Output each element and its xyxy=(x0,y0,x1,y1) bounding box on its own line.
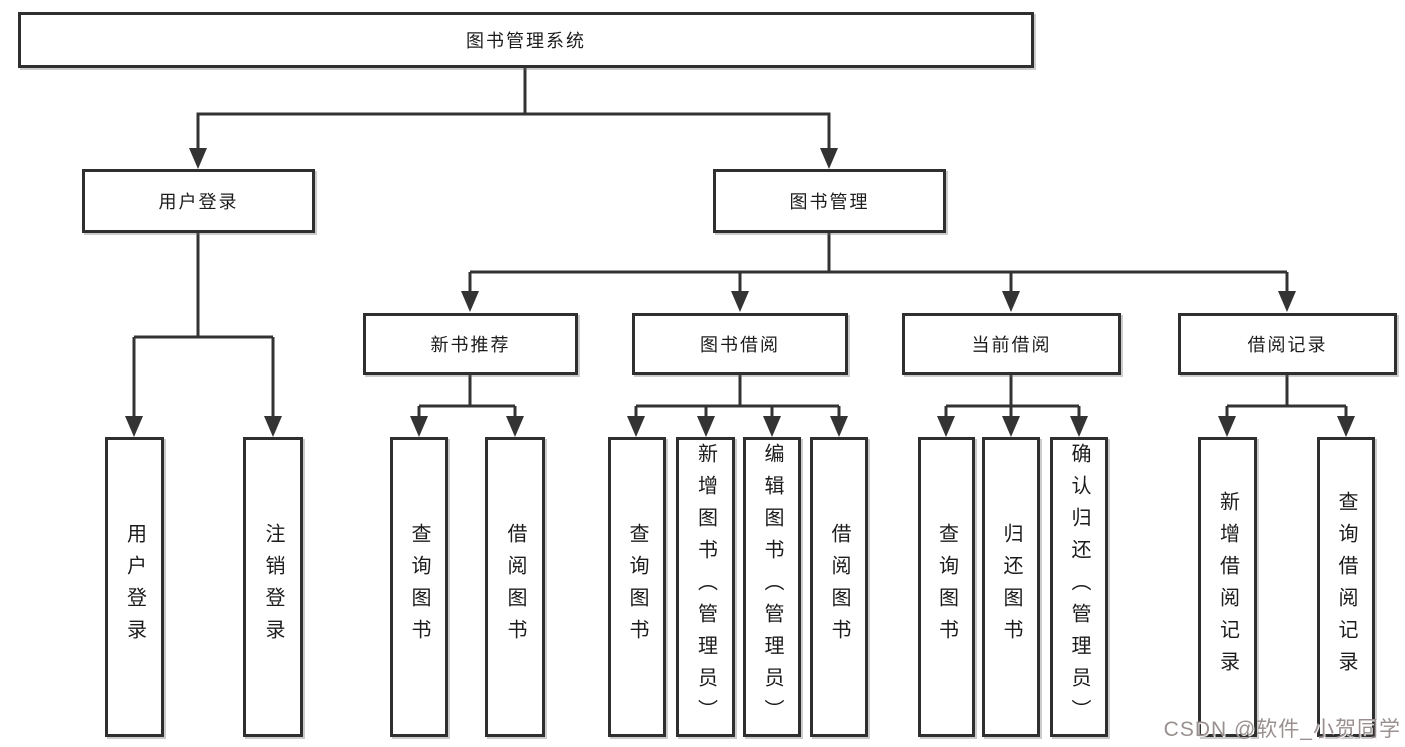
node-label: 查询图书 xyxy=(408,523,430,651)
leaf-search-books-current: 查询图书 xyxy=(918,437,975,737)
node-label: 用户登录 xyxy=(158,192,239,212)
leaf-logout: 注销登录 xyxy=(243,437,303,737)
node-label: 图书借阅 xyxy=(700,335,780,355)
node-label: 新增借阅记录 xyxy=(1216,491,1239,683)
node-user-login: 用户登录 xyxy=(82,169,315,233)
leaf-search-books-recommend: 查询图书 xyxy=(390,437,448,737)
leaf-return-books: 归还图书 xyxy=(982,437,1040,737)
leaf-search-borrow-record: 查询借阅记录 xyxy=(1317,437,1375,737)
node-current-borrowing: 当前借阅 xyxy=(902,313,1121,375)
node-label: 当前借阅 xyxy=(971,335,1052,355)
leaf-user-login: 用户登录 xyxy=(105,437,164,737)
node-label: 新增图书（管理员） xyxy=(694,443,717,731)
node-label: 注销登录 xyxy=(262,523,284,651)
leaf-borrow-books: 借阅图书 xyxy=(810,437,868,737)
node-label: 用户登录 xyxy=(123,523,146,651)
csdn-watermark: CSDN @软件_小贺同学 xyxy=(1163,718,1401,741)
node-label: 借阅图书 xyxy=(504,523,526,651)
leaf-search-books-borrow: 查询图书 xyxy=(608,437,666,737)
node-label: 借阅记录 xyxy=(1247,335,1328,355)
node-label: 图书管理系统 xyxy=(466,31,586,51)
leaf-borrow-books-recommend: 借阅图书 xyxy=(485,437,545,737)
node-book-management: 图书管理 xyxy=(713,169,946,233)
node-new-book-recommendation: 新书推荐 xyxy=(363,313,578,375)
leaf-confirm-return-admin: 确认归还（管理员） xyxy=(1050,437,1108,737)
node-label: 确认归还（管理员） xyxy=(1068,443,1090,731)
node-label: 查询图书 xyxy=(626,523,648,651)
node-label: 图书管理 xyxy=(789,192,870,212)
node-label: 查询借阅记录 xyxy=(1335,491,1357,683)
node-library-management-system: 图书管理系统 xyxy=(18,12,1034,68)
node-label: 编辑图书（管理员） xyxy=(761,443,783,731)
node-label: 新书推荐 xyxy=(430,335,511,355)
node-label: 借阅图书 xyxy=(828,523,850,651)
node-book-borrowing: 图书借阅 xyxy=(632,313,848,375)
node-label: 查询图书 xyxy=(935,523,958,651)
leaf-add-borrow-record: 新增借阅记录 xyxy=(1198,437,1257,737)
node-borrowing-records: 借阅记录 xyxy=(1178,313,1397,375)
leaf-add-books-admin: 新增图书（管理员） xyxy=(676,437,735,737)
node-label: 归还图书 xyxy=(1000,523,1022,651)
leaf-edit-books-admin: 编辑图书（管理员） xyxy=(743,437,801,737)
